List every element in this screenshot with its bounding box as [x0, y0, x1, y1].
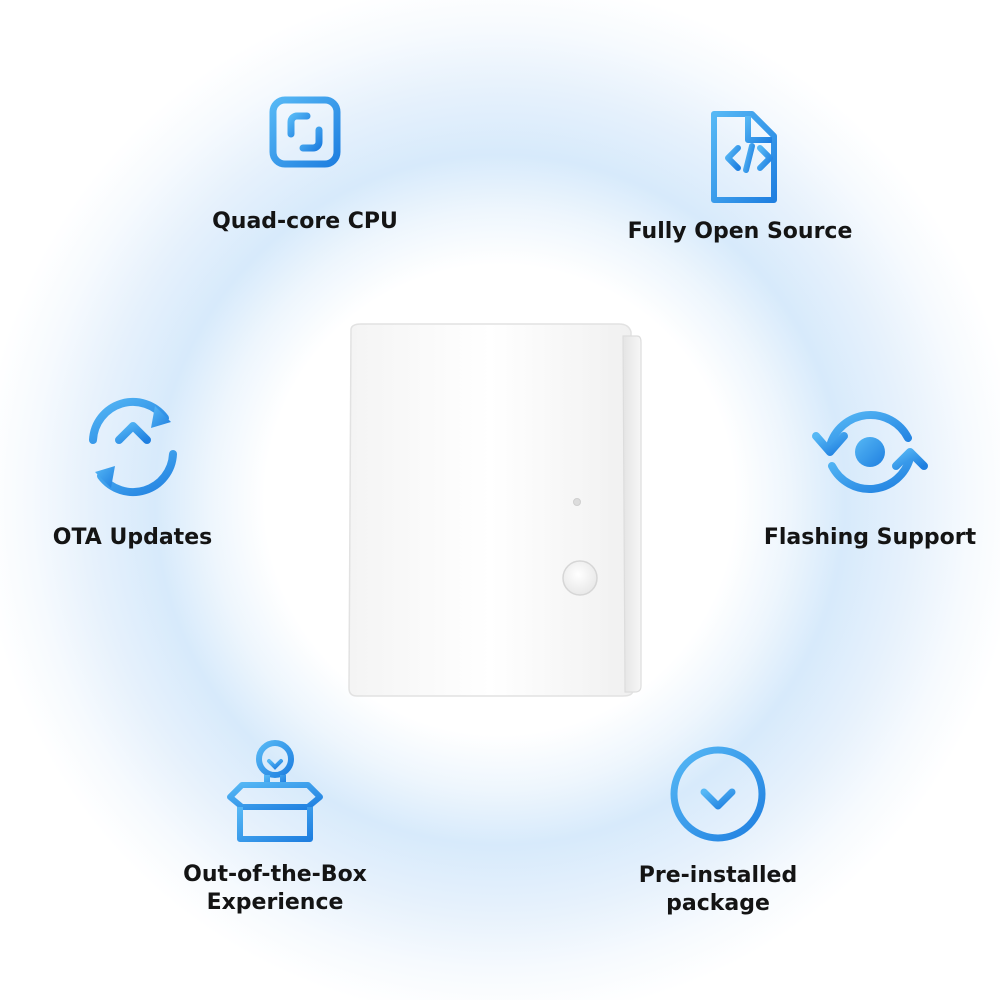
- feature-quad-core-cpu: Quad-core CPU: [190, 78, 420, 236]
- feature-label-ota: OTA Updates: [52, 525, 213, 550]
- feature-pre-installed: Pre-installed package: [618, 742, 818, 918]
- feature-ota-updates: OTA Updates: [30, 392, 235, 552]
- feature-label-out-of-box-line1: Out-of-the-Box: [183, 862, 367, 887]
- feature-label-pre-installed-line1: Pre-installed: [638, 863, 798, 888]
- status-led: [573, 498, 581, 506]
- download-circle-icon: [670, 746, 766, 842]
- feature-label-flashing: Flashing Support: [763, 525, 977, 550]
- feature-label-cpu: Quad-core CPU: [212, 209, 398, 234]
- sync-dot-icon: [812, 411, 928, 493]
- refresh-upload-icon: [88, 397, 177, 497]
- cpu-chip-icon: [255, 82, 355, 182]
- feature-label-open-source: Fully Open Source: [627, 219, 853, 244]
- router-device-image: [348, 323, 642, 697]
- feature-label-pre-installed-line2: package: [666, 891, 770, 916]
- feature-flashing-support: Flashing Support: [760, 400, 980, 552]
- feature-open-source: Fully Open Source: [620, 108, 860, 246]
- feature-out-of-the-box: Out-of-the-Box Experience: [170, 735, 380, 917]
- code-file-icon: [711, 111, 777, 203]
- feature-label-out-of-box-line2: Experience: [206, 890, 344, 915]
- device-button: [562, 560, 598, 596]
- box-lightbulb-icon: [227, 740, 323, 842]
